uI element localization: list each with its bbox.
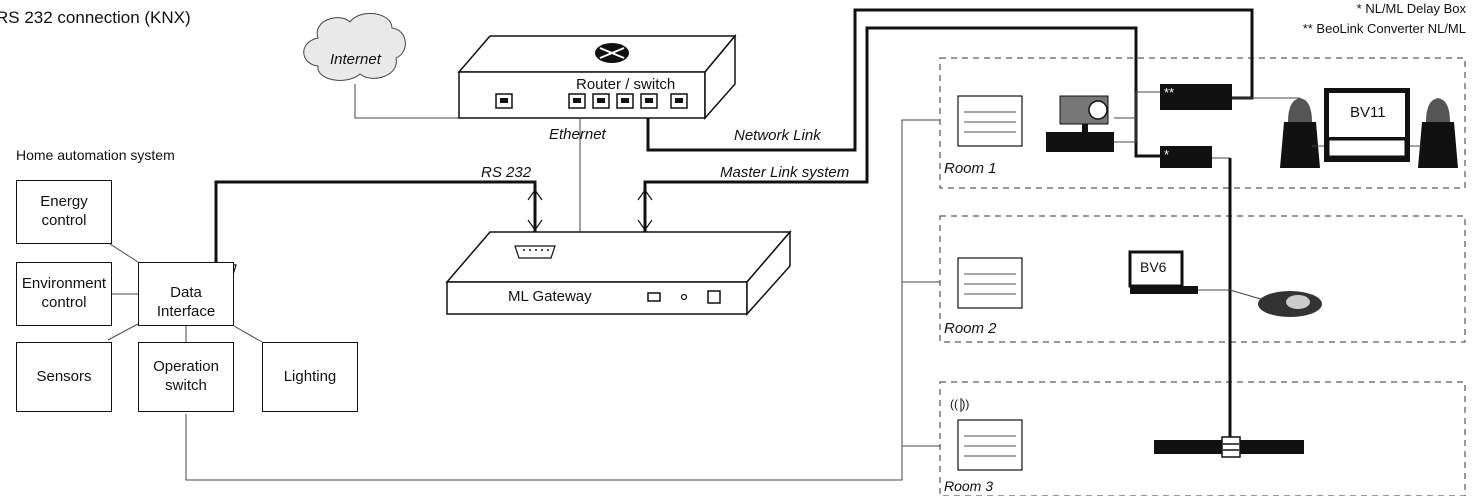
room2-keypad-icon — [957, 257, 1023, 309]
speaker-left-icon — [1280, 98, 1320, 168]
sensors-box: Sensors — [16, 342, 112, 412]
lighting-box: Lighting — [262, 342, 358, 412]
room1-zone — [939, 57, 1466, 189]
router-switch — [457, 33, 737, 120]
energy-control-label: Energy control — [40, 193, 88, 229]
master-link-label: Master Link system — [720, 164, 850, 181]
room1-keypad-icon — [957, 95, 1023, 147]
ml-gateway — [445, 229, 792, 316]
wireless-icon: (( )) — [950, 397, 970, 411]
home-automation-heading: Home automation system — [16, 147, 175, 163]
sensors-label: Sensors — [36, 367, 92, 385]
network-link-label: Network Link — [734, 127, 821, 144]
bv11-tv-icon — [1324, 88, 1410, 162]
room3-zone — [939, 381, 1466, 496]
lighting-label: Lighting — [283, 367, 337, 385]
environment-control-label: Environment control — [21, 275, 107, 311]
operation-switch-box: Operation switch — [138, 342, 234, 412]
bv11-label: BV11 — [1350, 104, 1386, 121]
master-link-line — [643, 26, 1160, 232]
delay-mark: * — [1164, 147, 1170, 162]
legend-delay-box: * NL/ML Delay Box — [1356, 1, 1466, 16]
home-automation-links — [107, 119, 940, 481]
ethernet-label: Ethernet — [549, 126, 606, 143]
energy-control-box: Energy control — [16, 180, 112, 244]
soundbar-icon — [1154, 436, 1304, 458]
router-label: Router / switch — [576, 76, 676, 93]
speaker-right-icon — [1418, 98, 1458, 168]
room3-label: Room 3 — [944, 478, 994, 494]
converter-box — [1160, 84, 1232, 110]
room3-keypad-icon — [957, 419, 1023, 471]
operation-switch-label: Operation switch — [153, 358, 219, 394]
legend-converter: ** BeoLink Converter NL/ML — [1302, 21, 1466, 36]
master-link-arrow-icon — [637, 188, 653, 232]
rs232-label: RS 232 — [481, 164, 532, 181]
room2-label: Room 2 — [944, 320, 997, 337]
delay-box — [1160, 146, 1212, 168]
bv6-label: BV6 — [1140, 259, 1167, 275]
audio-system-icon — [1046, 95, 1114, 152]
page-title: RS 232 connection (KNX) — [0, 8, 191, 27]
room1-label: Room 1 — [944, 160, 997, 177]
internet-label: Internet — [330, 51, 381, 68]
environment-control-box: Environment control — [16, 262, 112, 326]
serial-port-icon — [514, 245, 556, 259]
power-button-icon — [707, 290, 721, 304]
led-icon — [680, 293, 688, 301]
bv6-tv-icon — [1128, 250, 1198, 294]
data-interface-box: Data Interface — [138, 262, 234, 326]
room2-zone — [939, 215, 1466, 343]
rs232-arrow-icon — [527, 188, 543, 232]
usb-port-icon — [647, 292, 661, 302]
internet-cloud — [303, 12, 406, 81]
data-interface-label: Data Interface — [156, 284, 216, 320]
gateway-label: ML Gateway — [508, 288, 592, 305]
beolab-speaker-icon — [1258, 291, 1322, 317]
converter-mark: ** — [1164, 85, 1175, 100]
